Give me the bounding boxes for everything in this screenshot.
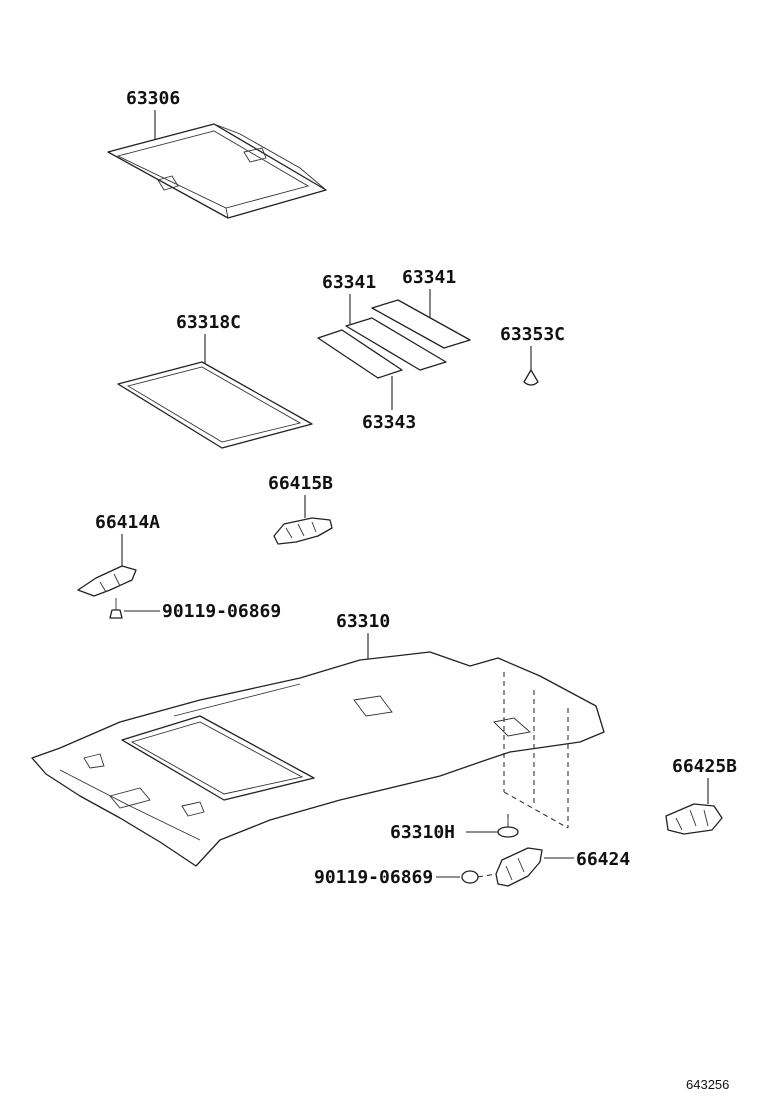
headliner-part[interactable] — [31, 651, 605, 867]
opening-trim-part[interactable] — [117, 361, 313, 449]
screw-right-part[interactable] — [461, 870, 497, 884]
pad-upper-part[interactable] — [371, 299, 471, 349]
holder-right-b-part[interactable] — [665, 803, 723, 835]
figure-id: 643256 — [686, 1077, 729, 1092]
clip-small-part[interactable] — [523, 369, 539, 386]
screw-left-part[interactable] — [109, 598, 123, 619]
label-screw-left: 90119-06869 — [162, 601, 281, 622]
label-sunshade: 63306 — [126, 88, 180, 109]
holder-a-part[interactable] — [77, 565, 137, 597]
label-headliner: 63310 — [336, 611, 390, 632]
pad-middle-part[interactable] — [345, 317, 447, 371]
headliner-clip-part[interactable] — [497, 818, 519, 838]
label-headliner-clip: 63310H — [390, 822, 455, 843]
label-pad-upper: 63341 — [402, 267, 456, 288]
label-opening-trim: 63318C — [176, 312, 241, 333]
label-clip-small: 63353C — [500, 324, 565, 345]
pad-lower-part[interactable] — [317, 329, 403, 379]
label-holder-right-b: 66425B — [672, 756, 737, 777]
holder-b-part[interactable] — [273, 517, 333, 545]
label-pad-middle: 63341 — [322, 272, 376, 293]
label-holder-b: 66415B — [268, 473, 333, 494]
label-bracket-right: 66424 — [576, 849, 630, 870]
label-pad-lower: 63343 — [362, 412, 416, 433]
label-screw-right: 90119-06869 — [314, 867, 433, 888]
guide-lines — [503, 672, 569, 829]
sunshade-part[interactable] — [107, 123, 327, 219]
label-holder-a: 66414A — [95, 512, 160, 533]
bracket-right-part[interactable] — [495, 847, 543, 887]
